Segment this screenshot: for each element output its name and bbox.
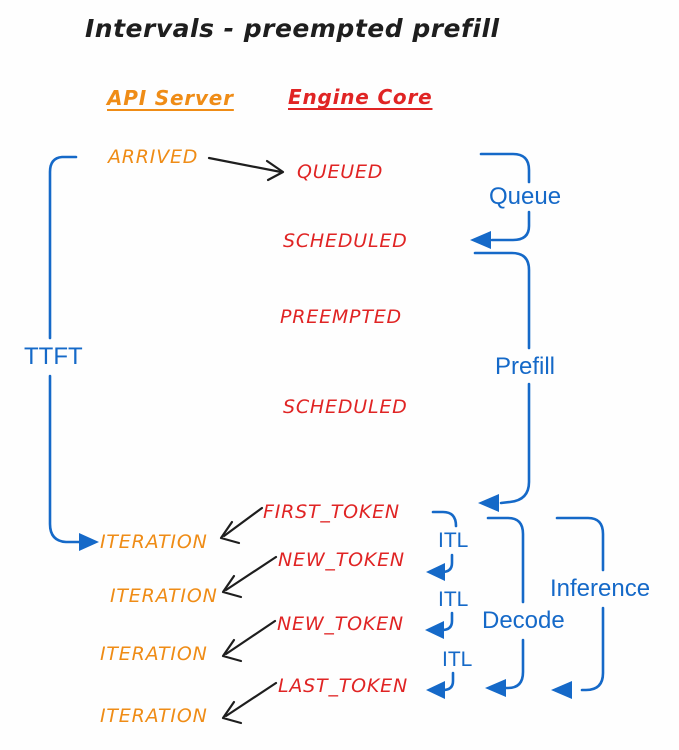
column-header-engine-core: Engine Core <box>288 85 433 109</box>
interval-label-prefill: Prefill <box>495 353 556 380</box>
event-queued: QUEUED <box>297 161 384 183</box>
arrow-new-token2-to-iteration-icon <box>221 619 277 663</box>
arrow-first-token-to-iteration-icon <box>219 506 264 545</box>
event-last-token: LAST_TOKEN <box>278 675 408 697</box>
event-iteration-3: ITERATION <box>100 643 208 665</box>
event-preempted: PREEMPTED <box>280 306 402 328</box>
itl-arrowhead-3-icon <box>426 681 445 699</box>
interval-label-inference: Inference <box>550 575 651 602</box>
page-title: Intervals - preempted prefill <box>85 14 500 43</box>
interval-label-itl-3: ITL <box>442 648 473 671</box>
itl-arrowhead-1-icon <box>426 563 445 581</box>
arrow-last-token-to-iteration-icon <box>221 681 278 725</box>
interval-label-ttft: TTFT <box>24 343 83 370</box>
event-iteration-2: ITERATION <box>110 585 218 607</box>
itl-bracket-3 <box>426 671 455 699</box>
queue-arrowhead-icon <box>470 231 491 249</box>
decode-arrowhead-icon <box>485 679 506 697</box>
event-arrived: ARRIVED <box>108 146 199 168</box>
event-iteration-4: ITERATION <box>100 705 208 727</box>
itl-bracket-2 <box>425 611 454 639</box>
event-scheduled-2: SCHEDULED <box>283 396 408 418</box>
prefill-arrowhead-icon <box>478 494 499 512</box>
event-scheduled-1: SCHEDULED <box>283 230 408 252</box>
arrow-arrived-to-queued-icon <box>207 156 285 182</box>
interval-label-decode: Decode <box>482 607 565 634</box>
arrow-new-token1-to-iteration-icon <box>221 555 278 599</box>
event-iteration-1: ITERATION <box>100 531 208 553</box>
column-header-api-server: API Server <box>107 86 234 110</box>
event-first-token: FIRST_TOKEN <box>263 501 400 523</box>
event-new-token-1: NEW_TOKEN <box>278 549 405 571</box>
itl-arrowhead-2-icon <box>425 621 444 639</box>
event-new-token-2: NEW_TOKEN <box>277 613 404 635</box>
inference-arrowhead-icon <box>551 681 572 699</box>
interval-label-queue: Queue <box>489 183 562 210</box>
ttft-arrowhead-icon <box>79 533 99 551</box>
interval-label-itl-2: ITL <box>438 588 469 611</box>
prefill-bracket <box>473 251 531 512</box>
interval-label-itl-1: ITL <box>438 529 469 552</box>
